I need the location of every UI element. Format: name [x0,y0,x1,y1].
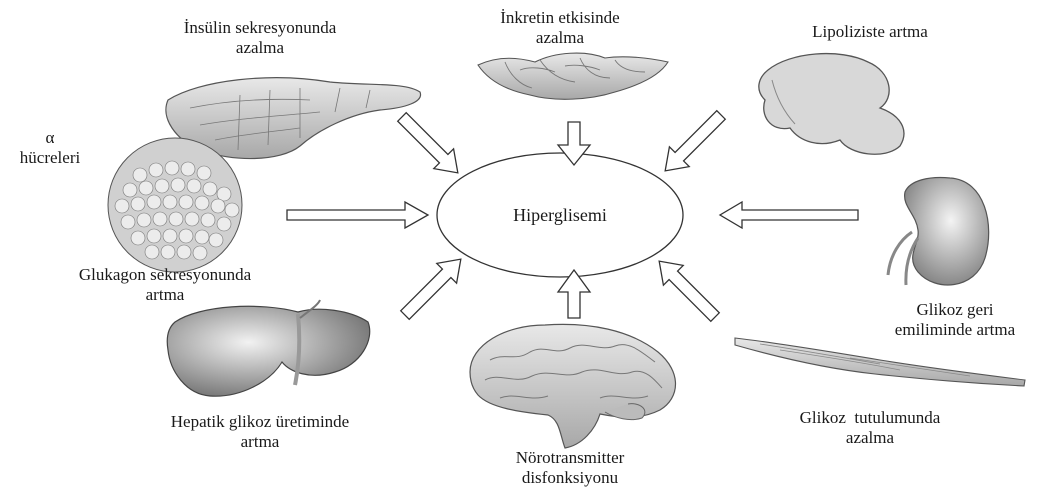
label-glikoz-tutulum: Glikoz tutulumunda azalma [770,408,970,448]
kidney-image [888,178,989,285]
label-norotransmitter: Nörotransmitter disfonksiyonu [480,448,660,488]
intestine-image [478,53,668,99]
alpha-cells-image [108,138,242,272]
arrow-bottom-right [649,251,725,327]
arrow-left [287,202,428,228]
label-alfa-hucreleri: α hücreleri [10,128,90,168]
brain-image [470,324,676,448]
label-insulin: İnsülin sekresyonunda azalma [150,18,370,58]
label-lipoliz: Lipoliziste artma [775,22,965,42]
hiperglisemi-label: Hiperglisemi [448,205,672,225]
arrow-top-right [655,105,731,181]
arrow-right [720,202,858,228]
label-glikoz-geri: Glikoz geri emiliminde artma [870,300,1040,340]
label-glukagon: Glukagon sekresyonunda artma [40,265,290,305]
adipose-tissue-image [759,54,904,155]
label-inkretin: İnkretin etkisinde azalma [460,8,660,48]
arrow-bottom-left [395,249,471,325]
label-hepatik: Hepatik glikoz üretiminde artma [135,412,385,452]
muscle-image [735,338,1025,386]
arrow-top-left [392,107,468,183]
liver-image [167,300,369,396]
